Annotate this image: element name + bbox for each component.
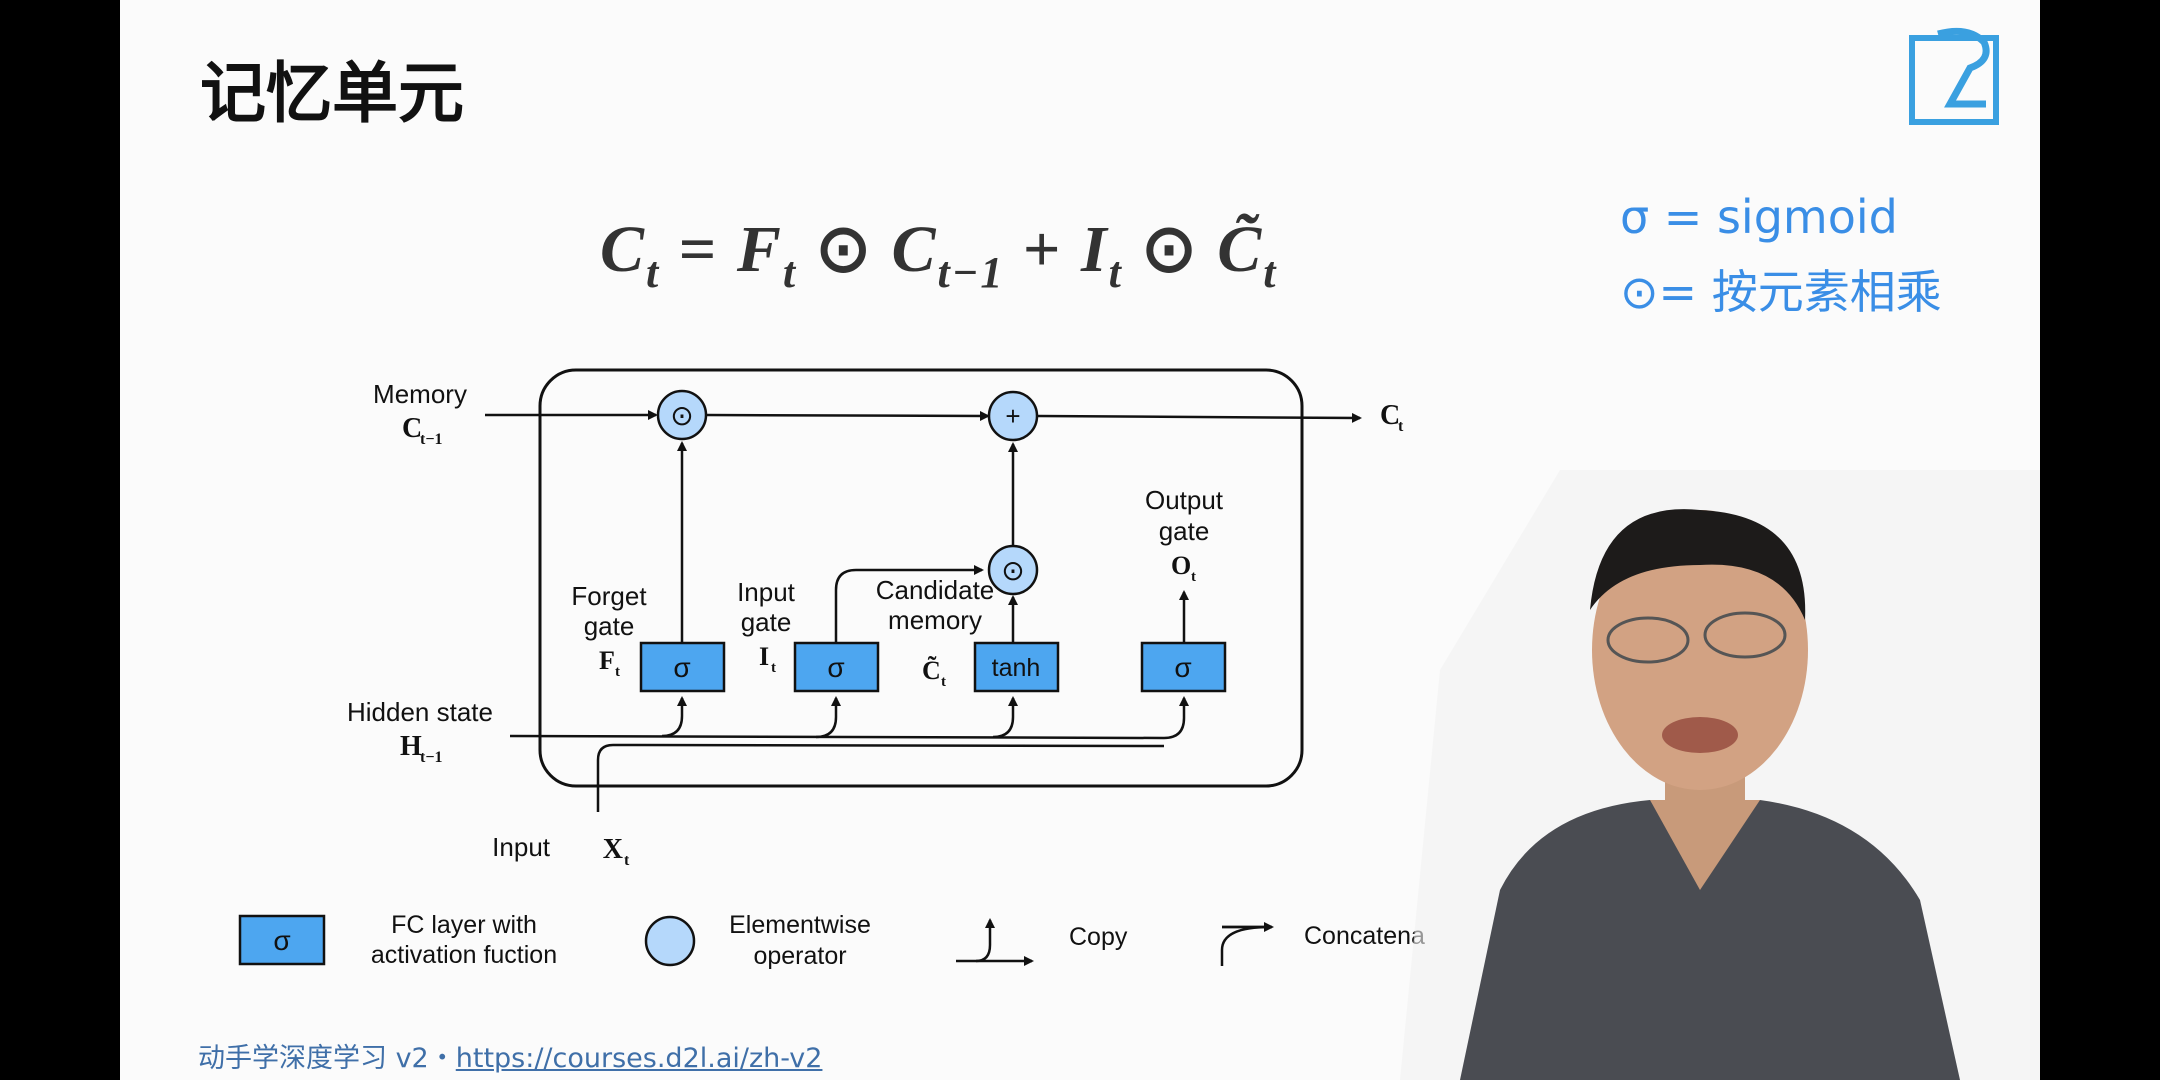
memory-symbol-sub: t−1 [420, 431, 442, 448]
eq-f-sub: t [782, 248, 798, 297]
output-gate-sub: t [1191, 569, 1196, 585]
input-symbol: X [603, 834, 623, 865]
input-multiply-op [987, 544, 1039, 596]
candidate-label-2: memory [888, 605, 982, 635]
eq-equals: = [678, 213, 719, 286]
forget-gate-sigma: σ [673, 652, 690, 683]
cell-border [538, 368, 1304, 788]
candidate-sub: t [941, 674, 946, 690]
eq-odot-2: ⊙ [1141, 213, 1199, 286]
legend-fc-box [238, 914, 326, 966]
eq-cprev: C [891, 213, 938, 286]
input-multiply-symbol: ⊙ [1001, 555, 1024, 586]
candidate-label-1: Candidate [876, 575, 995, 605]
output-gate-sigma: σ [1174, 652, 1191, 683]
input-x-bus [596, 743, 1165, 812]
presenter-shirt [1460, 800, 1960, 1080]
eq-odot: ⊙ [815, 213, 873, 286]
footer-text: 动手学深度学习 v2・ [198, 1043, 456, 1074]
add-op [987, 390, 1039, 442]
input-gate-label-2: gate [741, 607, 792, 637]
candidate-symbol: C̃ [922, 656, 941, 685]
input-label: Input [492, 832, 551, 862]
legend-fc-sigma: σ [273, 925, 290, 956]
output-gate-symbol: O [1171, 551, 1191, 580]
output-c-sub: t [1398, 418, 1404, 435]
hidden-bus [509, 696, 1189, 740]
legend-operator-label-2: operator [753, 942, 846, 970]
eq-f: F [736, 213, 783, 286]
input-gate-sigma: σ [827, 652, 844, 683]
output-gate-label-1: Output [1145, 485, 1224, 515]
input-gate-sub: t [771, 660, 776, 676]
input-symbol-sub: t [624, 852, 630, 869]
legend-copy-arrow-v [975, 918, 995, 963]
memory-symbol: C [402, 413, 422, 444]
legend-copy-label: Copy [1069, 923, 1128, 951]
legend-operator-label-1: Elementwise [729, 911, 871, 939]
footer-link[interactable]: https://courses.d2l.ai/zh-v2 [455, 1043, 823, 1074]
tanh-box [973, 641, 1060, 693]
hidden-symbol: H [400, 731, 422, 762]
hidden-to-tanh [992, 696, 1018, 739]
eq-plus: + [1022, 213, 1063, 286]
hidden-symbol-sub: t−1 [420, 749, 442, 766]
input-gate-symbol: I [759, 642, 769, 671]
forget-gate-sub: t [615, 664, 620, 680]
eq-i: I [1080, 213, 1109, 286]
output-c-symbol: C [1380, 400, 1400, 431]
note-elementwise: ⊙= 按元素相乘 [1620, 265, 1942, 319]
input-gate-label-1: Input [737, 577, 796, 607]
eq-i-sub: t [1108, 248, 1123, 297]
legend-fc-label-2: activation fuction [371, 941, 557, 969]
output-gate-label-2: gate [1159, 516, 1210, 546]
eq-cprev-sub: t−1 [937, 248, 1005, 297]
output-gate-box [1140, 641, 1227, 693]
legend-fc-label-1: FC layer with [391, 911, 537, 939]
equation: Ct = Ft ⊙ Ct−1 + It ⊙ C̃t [600, 210, 1277, 298]
hidden-state-label: Hidden state [347, 697, 493, 727]
eq-ctilde: C̃ [1217, 213, 1264, 286]
slide: 记忆单元 Ct = Ft ⊙ Ct−1 + It ⊙ C̃t σ = sigmo… [120, 0, 2040, 1080]
input-gate-arrow [834, 565, 984, 643]
legend-concat-arrow-v [1220, 925, 1271, 966]
note-sigmoid: σ = sigmoid [1620, 190, 1898, 244]
hidden-to-forget [661, 696, 687, 738]
footer: 动手学深度学习 v2・https://courses.d2l.ai/zh-v2 [198, 1036, 822, 1075]
forget-gate-label-1: Forget [571, 581, 647, 611]
slide-title: 记忆单元 [200, 55, 464, 132]
forget-gate-box [639, 641, 726, 693]
eq-ctilde-sub: t [1263, 248, 1278, 297]
add-symbol: + [1005, 401, 1020, 431]
presenter-head [1592, 510, 1808, 790]
d2l-logo [1909, 27, 1999, 125]
memory-out-arrow [1037, 412, 1362, 423]
memory-label: Memory [373, 379, 467, 409]
forget-gate-symbol: F [599, 646, 615, 675]
forget-multiply-op [656, 389, 708, 441]
forget-gate-label-2: gate [584, 611, 635, 641]
legend-operator-circle [644, 915, 696, 967]
memory-mid-arrow [705, 410, 990, 421]
eq-c: C [600, 213, 647, 286]
lstm-diagram: σ σ tanh σ ⊙ + ⊙ Memory C t−1 C t Hidden… [238, 368, 1425, 970]
eq-c-sub: t [646, 248, 661, 297]
legend-concat-label: Concatena [1304, 922, 1425, 950]
input-gate-box [793, 641, 880, 693]
forget-multiply-symbol: ⊙ [670, 400, 693, 431]
tanh-label: tanh [992, 654, 1041, 682]
hidden-to-input [815, 696, 841, 739]
presenter-video [1400, 470, 2040, 1080]
